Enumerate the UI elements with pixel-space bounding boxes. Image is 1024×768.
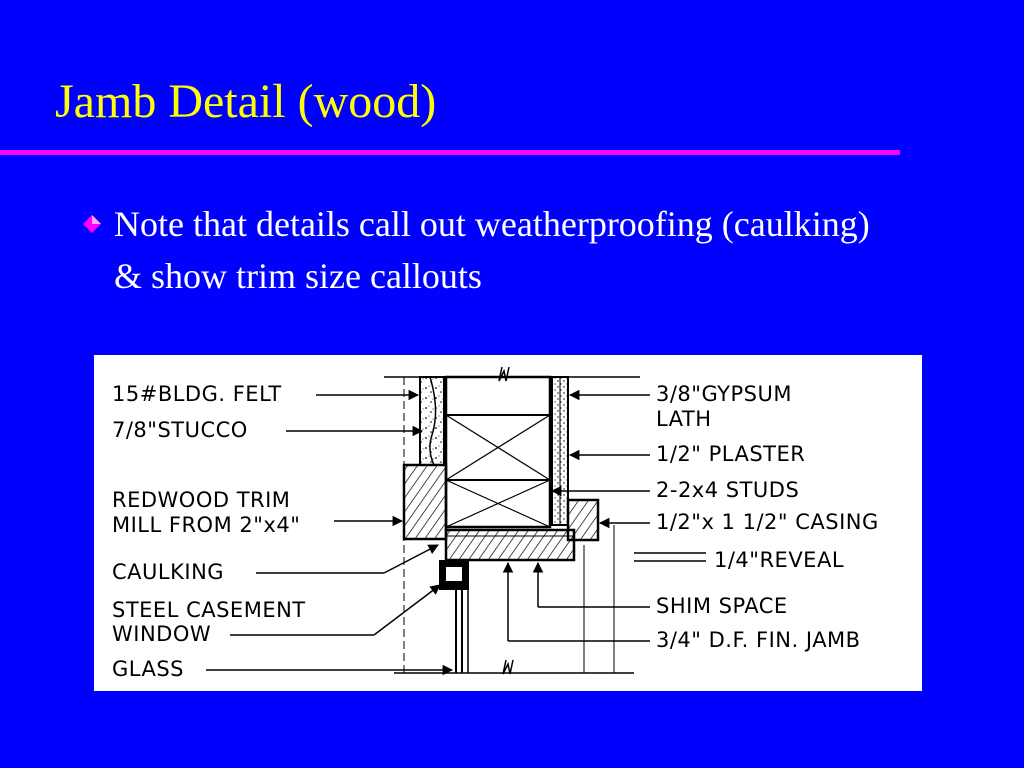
stucco-layer [419, 376, 445, 466]
label-lath: LATH [656, 407, 712, 431]
label-fin-jamb: 3/4" D.F. FIN. JAMB [656, 628, 861, 652]
bullet-item: Note that details call out weatherproofi… [82, 198, 902, 302]
label-shim-space: SHIM SPACE [656, 594, 788, 618]
label-redwood-trim: REDWOOD TRIM [112, 488, 290, 512]
label-glass: GLASS [112, 657, 184, 681]
redwood-trim [402, 463, 448, 541]
label-caulking: CAULKING [112, 560, 224, 584]
label-steel-casement: STEEL CASEMENT [112, 598, 306, 622]
slide-title: Jamb Detail (wood) [55, 75, 437, 128]
diamond-bullet-icon [83, 215, 101, 233]
label-window: WINDOW [112, 622, 211, 646]
label-mill-from: MILL FROM 2"x4" [112, 513, 300, 537]
bullet-text: Note that details call out weatherproofi… [114, 204, 870, 296]
label-gypsum: 3/8"GYPSUM [656, 382, 792, 406]
studs [444, 375, 552, 529]
jamb-detail-drawing: 15#BLDG. FELT 7/8"STUCCO REDWOOD TRIM MI… [94, 355, 922, 691]
label-reveal: 1/4"REVEAL [714, 548, 844, 572]
label-stucco: 7/8"STUCCO [112, 418, 248, 442]
label-bldg-felt: 15#BLDG. FELT [112, 382, 282, 406]
title-divider [0, 150, 900, 155]
label-casing: 1/2"x 1 1/2" CASING [656, 510, 879, 534]
label-plaster: 1/2" PLASTER [656, 442, 805, 466]
finish-jamb [444, 528, 576, 562]
label-studs: 2-2x4 STUDS [656, 478, 799, 502]
